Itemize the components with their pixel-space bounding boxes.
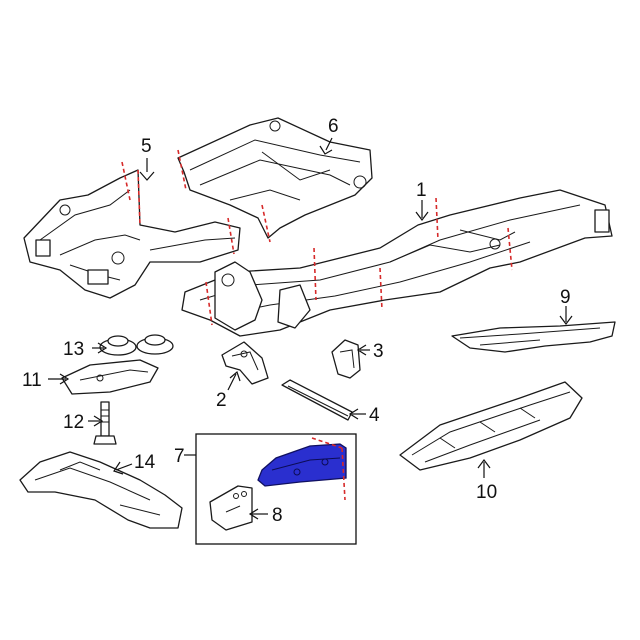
- part-14-shield[interactable]: [19, 451, 183, 529]
- callout-12: 12: [63, 412, 84, 433]
- part-12-bolt[interactable]: [93, 401, 117, 445]
- leader-lines: [48, 137, 573, 520]
- callout-6: 6: [328, 116, 339, 137]
- callout-8: 8: [272, 505, 283, 526]
- part-10-large-shield[interactable]: [399, 381, 583, 471]
- callout-10: 10: [476, 482, 497, 503]
- callout-2: 2: [216, 390, 227, 411]
- part-13-body-mounts[interactable]: [99, 334, 174, 356]
- callout-5: 5: [141, 136, 152, 157]
- part-8-plate[interactable]: [209, 485, 253, 531]
- part-3-mount-bracket[interactable]: [331, 339, 361, 379]
- part-9-skid-plate[interactable]: [451, 321, 616, 353]
- callout-1: 1: [416, 180, 427, 201]
- part-5-front-frame-section[interactable]: [23, 161, 241, 299]
- part-11-bracket[interactable]: [61, 359, 159, 395]
- callout-14: 14: [134, 452, 156, 473]
- callout-11: 11: [22, 370, 42, 391]
- callout-4: 4: [369, 405, 380, 426]
- part-1-main-frame-assembly[interactable]: [181, 189, 613, 337]
- part-2-bracket[interactable]: [221, 341, 269, 385]
- callout-13: 13: [63, 339, 84, 360]
- part-7-highlighted-component[interactable]: [257, 437, 347, 501]
- part-6-front-crossmember-assembly[interactable]: [177, 117, 373, 243]
- callout-7: 7: [174, 446, 185, 467]
- detail-box-part-7: [195, 433, 357, 545]
- callout-9: 9: [560, 287, 571, 308]
- callout-3: 3: [373, 341, 384, 362]
- part-4-brace[interactable]: [281, 379, 353, 421]
